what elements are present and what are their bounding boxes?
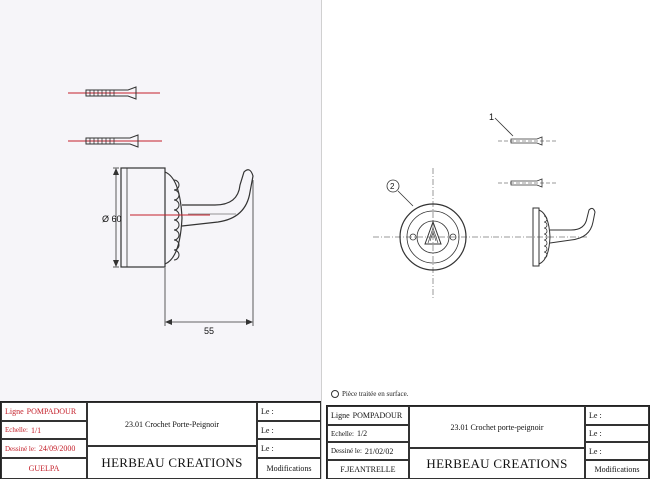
right-brand: HERBEAU CREATIONS	[426, 455, 568, 471]
left-product-name: 23.01 Crochet Porte-Peignoir	[125, 419, 219, 429]
rosette-front-view: 2	[373, 168, 493, 300]
right-product-cell: 23.01 Crochet porte-peignoir	[409, 406, 585, 448]
left-drawing-sheet: Ø 60 55 Ligne POMPADOUR Echelle: 1/1 Des…	[0, 0, 322, 479]
left-title-block: Ligne POMPADOUR Echelle: 1/1 Dessiné le:…	[0, 401, 321, 479]
surface-treatment-text: Pièce traitée en surface.	[342, 390, 409, 398]
right-drawing-sheet: 1 2	[323, 0, 650, 479]
callout-1-label: 1	[489, 112, 494, 122]
screw-drawing-top	[68, 86, 160, 100]
right-author-cell: F.JEANTRELLE	[327, 460, 409, 479]
depth-dimension: 55	[164, 180, 254, 336]
left-ligne-cell: Ligne POMPADOUR	[1, 402, 87, 421]
right-le-cell-3: Le :	[585, 442, 649, 460]
right-technical-drawing: 1 2	[373, 112, 596, 300]
right-product-name: 23.01 Crochet porte-peignoir	[450, 422, 544, 432]
left-author: GUELPA	[28, 464, 60, 473]
left-echelle-value: 1/1	[30, 425, 42, 435]
right-brand-cell: HERBEAU CREATIONS	[409, 448, 585, 479]
right-modifications-cell: Modifications	[585, 460, 649, 479]
right-le-cell-1: Le :	[585, 406, 649, 425]
right-le-cell-2: Le :	[585, 425, 649, 442]
left-echelle-cell: Echelle: 1/1	[1, 421, 87, 439]
left-ligne-value: POMPADOUR	[26, 407, 77, 416]
left-le-cell-1: Le :	[257, 402, 321, 421]
depth-label: 55	[204, 326, 214, 336]
left-product-cell: 23.01 Crochet Porte-Peignoir	[87, 402, 257, 446]
left-le-cell-3: Le :	[257, 439, 321, 458]
left-brand-cell: HERBEAU CREATIONS	[87, 446, 257, 479]
right-dessine-cell: Dessiné le: 21/02/02	[327, 442, 409, 460]
diameter-dimension: Ø 60	[102, 167, 122, 268]
hook-side-view	[120, 167, 254, 268]
left-dessine-value: 24/09/2000	[38, 444, 76, 453]
screw-drawing-bottom	[68, 134, 162, 148]
right-dessine-value: 21/02/02	[364, 446, 394, 456]
right-author: F.JEANTRELLE	[340, 465, 396, 474]
callout-2-label: 2	[390, 182, 395, 191]
right-echelle-value: 1/2	[356, 429, 368, 438]
left-modifications-cell: Modifications	[257, 458, 321, 479]
left-technical-drawing: Ø 60 55	[68, 86, 254, 336]
right-ligne-cell: Ligne POMPADOUR	[327, 406, 409, 425]
right-ligne-value: POMPADOUR	[352, 411, 403, 420]
diameter-label: Ø 60	[102, 214, 122, 224]
screw-callout: 1	[489, 112, 558, 188]
left-author-cell: GUELPA	[1, 458, 87, 479]
right-echelle-cell: Echelle: 1/2	[327, 425, 409, 442]
left-dessine-cell: Dessiné le: 24/09/2000	[1, 439, 87, 458]
left-brand: HERBEAU CREATIONS	[101, 454, 243, 470]
hook-side-view-small	[493, 207, 596, 267]
right-title-block: Ligne POMPADOUR Echelle: 1/2 Dessiné le:…	[326, 405, 650, 479]
surface-treatment-circle	[331, 390, 339, 398]
surface-treatment-note: Pièce traitée en surface.	[331, 390, 408, 398]
left-le-cell-2: Le :	[257, 421, 321, 439]
